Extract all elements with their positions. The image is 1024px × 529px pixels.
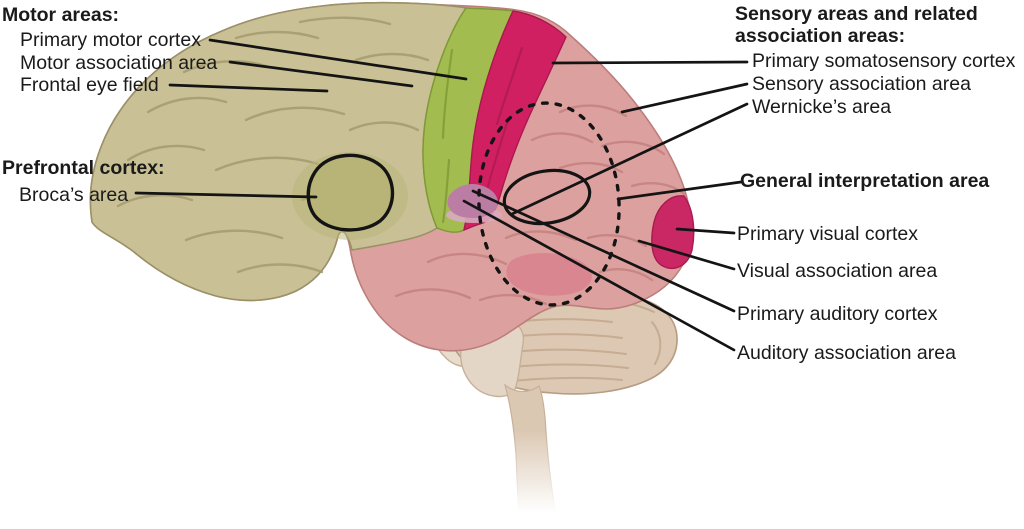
leader-auditory-association-area [462, 199, 736, 352]
auditory-association-area-region [506, 252, 592, 296]
label-auditory-association-area: Auditory association area [737, 342, 956, 364]
prefrontal-cortex-header: Prefrontal cortex: [2, 157, 165, 179]
leader-motor-association-area [228, 60, 414, 88]
label-motor-association-area: Motor association area [20, 52, 218, 74]
brocas-area-outline [306, 153, 395, 232]
label-frontal-eye-field: Frontal eye field [20, 74, 159, 96]
leader-frontal-eye-field [168, 83, 329, 93]
leader-visual-association-area [637, 239, 736, 271]
label-primary-auditory-cortex: Primary auditory cortex [737, 303, 938, 325]
motor-areas-header: Motor areas: [2, 4, 120, 26]
label-sensory-association-area: Sensory association area [752, 73, 971, 95]
primary-visual-cortex-region [651, 195, 695, 269]
label-primary-visual-cortex: Primary visual cortex [737, 223, 918, 245]
label-primary-somatosensory-cortex: Primary somatosensory cortex [752, 50, 1016, 72]
primary-auditory-cortex-region [447, 184, 498, 218]
label-general-interpretation-area: General interpretation area [740, 170, 990, 192]
wernickes-area-outline [502, 168, 592, 226]
general-interpretation-area-dashed-outline [477, 101, 621, 307]
crimson-sulci-lines [484, 46, 524, 196]
label-brocas-area: Broca’s area [19, 184, 129, 206]
leader-general-interpretation-area [616, 180, 743, 201]
label-wernickes-area: Wernicke’s area [752, 96, 892, 118]
green-sulci-lines [441, 48, 454, 224]
label-visual-association-area: Visual association area [737, 260, 938, 282]
leader-sensory-association-area [620, 82, 749, 114]
leader-primary-somatosensory-cortex [551, 60, 749, 65]
leader-lines [134, 38, 749, 352]
label-primary-motor-cortex: Primary motor cortex [20, 29, 201, 51]
sensory-areas-header: Sensory areas and related association ar… [735, 3, 978, 47]
primary-somatosensory-cortex-region [463, 10, 567, 232]
brainstem-fadeout [455, 430, 605, 529]
leader-primary-motor-cortex [208, 38, 468, 81]
leader-brocas-area [134, 191, 318, 199]
leader-wernickes-area [510, 102, 749, 216]
leader-primary-auditory-cortex [471, 189, 736, 313]
leader-primary-visual-cortex [675, 227, 736, 235]
